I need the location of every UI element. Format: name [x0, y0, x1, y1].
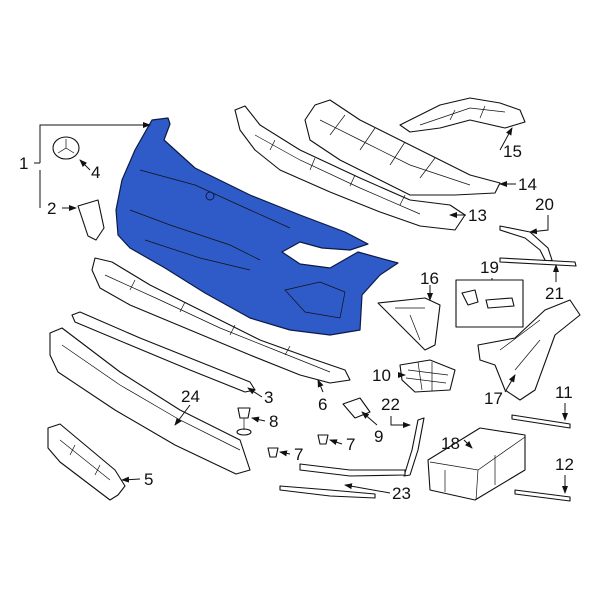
- part-14-reinforcement[interactable]: [304, 99, 501, 196]
- callout-13[interactable]: 13: [468, 206, 487, 225]
- callout-12[interactable]: 12: [555, 455, 574, 474]
- part-23-molding[interactable]: [279, 463, 406, 499]
- callout-16[interactable]: 16: [420, 269, 439, 288]
- callout-4[interactable]: 4: [91, 163, 100, 182]
- callout-23[interactable]: 23: [392, 484, 411, 503]
- callout-1[interactable]: 1: [19, 154, 28, 173]
- part-10-grille[interactable]: [399, 359, 456, 393]
- callout-numbers: 1 2 3 4 5 6 7 7 8 9 10 11 12 13 14 15 16…: [19, 142, 574, 503]
- callout-20[interactable]: 20: [535, 195, 554, 214]
- part-24-absorber-bar[interactable]: [49, 327, 251, 475]
- callout-7a[interactable]: 7: [294, 445, 303, 464]
- callout-7b[interactable]: 7: [346, 435, 355, 454]
- callout-19[interactable]: 19: [480, 258, 499, 277]
- part-19-kit[interactable]: [455, 279, 524, 328]
- callout-3[interactable]: 3: [264, 388, 273, 407]
- callout-15[interactable]: 15: [503, 142, 522, 161]
- part-17-bracket[interactable]: [477, 299, 581, 401]
- part-6-lower-absorber[interactable]: [91, 257, 351, 384]
- callout-14[interactable]: 14: [518, 175, 537, 194]
- part-5-plate-bracket[interactable]: [47, 423, 126, 501]
- callout-22[interactable]: 22: [381, 395, 400, 414]
- part-11-strip[interactable]: [511, 414, 571, 429]
- callout-17[interactable]: 17: [484, 389, 503, 408]
- callout-21[interactable]: 21: [545, 284, 564, 303]
- callout-5[interactable]: 5: [144, 470, 153, 489]
- part-7-screw-a[interactable]: [267, 447, 279, 458]
- part-4-emblem[interactable]: [52, 136, 80, 160]
- part-18-block[interactable]: [427, 427, 526, 501]
- part-2-bracket[interactable]: [77, 199, 105, 241]
- callout-2[interactable]: 2: [47, 199, 56, 218]
- callout-8[interactable]: 8: [269, 412, 278, 431]
- callout-6[interactable]: 6: [318, 395, 327, 414]
- part-22-trim[interactable]: [403, 417, 425, 477]
- callout-10[interactable]: 10: [372, 366, 391, 385]
- part-20-trim[interactable]: [499, 225, 553, 263]
- callout-24[interactable]: 24: [181, 387, 200, 406]
- part-7-screw-b[interactable]: [317, 434, 329, 445]
- callout-9[interactable]: 9: [374, 427, 383, 446]
- part-15-bracket[interactable]: [399, 97, 526, 133]
- part-8-bolt[interactable]: [236, 407, 252, 436]
- part-13-absorber[interactable]: [234, 105, 466, 231]
- leader-lines: [34, 122, 568, 494]
- bumper-cover-shape[interactable]: [115, 117, 399, 336]
- part-16-side-bracket[interactable]: [377, 297, 441, 351]
- callout-11[interactable]: 11: [555, 383, 573, 402]
- part-1-bumper-cover[interactable]: [115, 117, 399, 336]
- part-21-trim[interactable]: [499, 257, 577, 267]
- callout-18[interactable]: 18: [441, 434, 460, 453]
- part-12-strip[interactable]: [514, 489, 571, 502]
